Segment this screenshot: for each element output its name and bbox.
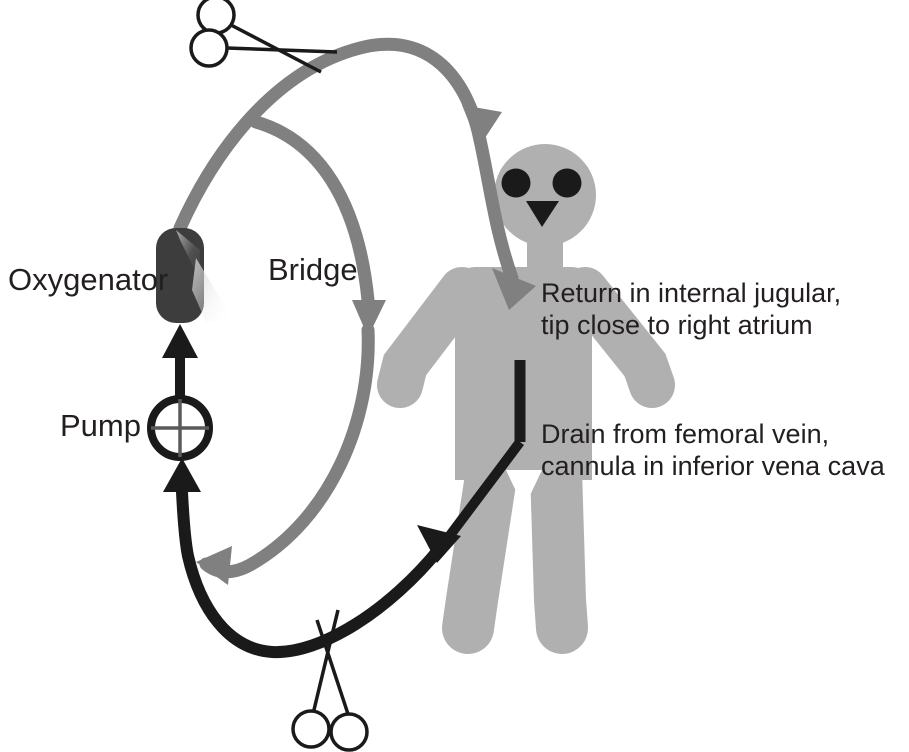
patient-figure xyxy=(377,144,675,654)
clamp-top xyxy=(189,0,338,74)
bridge-upper xyxy=(249,115,375,307)
return-limb-upper xyxy=(173,37,487,235)
bridge-arrowhead-terminal xyxy=(196,546,232,585)
return-limb-tube xyxy=(173,37,536,310)
clamp-bottom xyxy=(291,609,369,752)
drain-limb-arrowhead-pump xyxy=(163,458,201,492)
patient-crotch-notch xyxy=(506,470,542,508)
return-limb-arrowhead-upper xyxy=(462,105,502,147)
clamp-top-arm-b xyxy=(226,46,338,54)
oxygenator-highlight xyxy=(176,230,200,280)
return-annotation-line-1: Return in internal jugular, xyxy=(541,278,841,308)
bridge-label: Bridge xyxy=(268,252,358,287)
pump-label: Pump xyxy=(60,408,141,443)
return-limb-arrowhead-terminal xyxy=(492,268,536,310)
bridge-tube xyxy=(196,115,386,585)
clamp-top-ring-upper xyxy=(196,0,236,35)
bridge-arrowhead xyxy=(352,300,386,337)
oxygenator-glow xyxy=(192,258,232,322)
clamp-bottom-ring-right xyxy=(329,712,369,752)
drain-annotation-line-2: cannula in inferior vena cava xyxy=(541,451,886,481)
oxygenator-unit xyxy=(156,228,232,323)
patient-nose xyxy=(526,201,559,227)
drain-limb-external xyxy=(176,486,446,659)
drain-annotation-line-1: Drain from femoral vein, xyxy=(541,419,829,449)
pump-outflow-arrowhead xyxy=(162,324,198,358)
bridge-lower xyxy=(199,323,375,579)
patient-right-eye xyxy=(552,168,582,198)
drain-cannula-oblique xyxy=(444,439,524,541)
return-limb-lower xyxy=(473,133,519,285)
clamp-top-ring-lower xyxy=(189,28,229,68)
clamp-bottom-ring-left xyxy=(291,709,331,749)
patient-left-eye xyxy=(501,168,531,198)
pump-unit xyxy=(147,395,213,461)
return-annotation-line-2: tip close to right atrium xyxy=(541,310,813,340)
drain-limb-tube xyxy=(163,360,526,659)
clamp-bottom-arm-b xyxy=(315,619,350,715)
patient-right-arm xyxy=(562,267,675,408)
patient-neck xyxy=(527,238,563,276)
patient-right-leg xyxy=(530,444,588,654)
pump-to-oxygenator-line xyxy=(162,324,198,398)
patient-left-leg xyxy=(442,444,518,654)
clamp-bottom-arm-a xyxy=(311,609,340,715)
patient-left-arm xyxy=(377,267,485,408)
oxygenator-label: Oxygenator xyxy=(8,262,168,297)
